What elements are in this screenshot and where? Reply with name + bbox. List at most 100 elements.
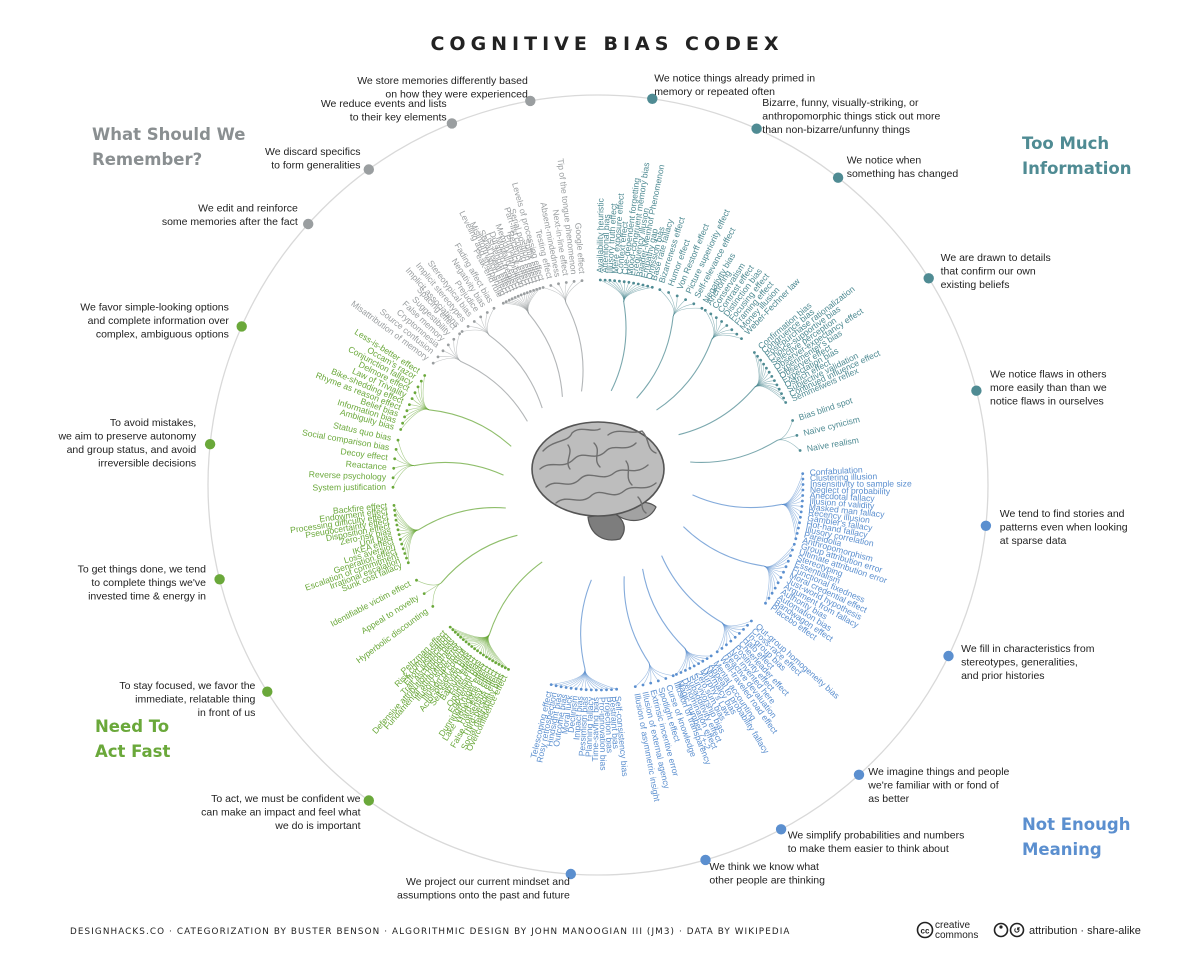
bias-node <box>633 685 637 688</box>
bias-node <box>541 286 545 289</box>
bias-node <box>729 639 733 643</box>
svg-text:to make them easier to think a: to make them easier to think about <box>788 843 949 855</box>
bias-node <box>580 279 584 282</box>
bias-node <box>406 561 410 565</box>
bias-label: Insensitivity to sample size <box>810 479 912 489</box>
bias-node <box>393 457 397 461</box>
svg-text:and group status, and avoid: and group status, and avoid <box>67 444 197 456</box>
bias-node <box>549 284 553 287</box>
bias-node <box>794 537 798 541</box>
svg-text:Remember?: Remember? <box>92 150 202 169</box>
bias-node <box>403 415 406 419</box>
svg-text:stereotypes, generalities,: stereotypes, generalities, <box>961 657 1078 669</box>
branch-trunk <box>460 360 528 422</box>
bias-node <box>725 324 729 327</box>
svg-text:invested time & energy in: invested time & energy in <box>88 591 206 603</box>
bias-node <box>431 361 435 365</box>
branch-twig <box>395 449 415 466</box>
bias-node <box>636 282 640 286</box>
bias-node <box>730 328 734 332</box>
category-marker <box>303 218 314 230</box>
category-marker <box>363 164 374 175</box>
bias-node <box>798 521 801 525</box>
svg-text:as better: as better <box>868 793 909 805</box>
bias-label: Reverse psychology <box>309 469 387 482</box>
branch-twig <box>400 408 430 430</box>
branch-twig <box>642 662 650 686</box>
branch-twig <box>781 504 797 539</box>
bias-node <box>470 645 474 648</box>
bias-node <box>797 526 800 530</box>
bias-node <box>401 547 405 551</box>
category-marker <box>236 321 247 332</box>
bias-node <box>688 666 692 670</box>
bias-node <box>627 280 631 284</box>
bias-node <box>675 294 679 298</box>
bias-node <box>391 476 395 480</box>
bias-label: Time-saving bias <box>590 697 601 762</box>
category-marker <box>565 868 576 880</box>
bias-node <box>714 316 718 319</box>
bias-node <box>415 578 418 582</box>
bias-node <box>461 638 465 641</box>
bias-label: Planning fallacy <box>583 696 595 757</box>
bias-node <box>786 559 790 563</box>
bias-node <box>767 596 771 600</box>
bias-node <box>598 278 602 282</box>
bias-node <box>472 320 476 323</box>
bias-label: Illusory truth effect <box>605 203 619 274</box>
branch-trunk <box>488 334 543 409</box>
category-label: We project our current mindset andassump… <box>397 876 570 902</box>
bias-node <box>408 403 411 406</box>
cc-logo-top: creative <box>935 920 970 931</box>
bias-node <box>776 581 780 585</box>
svg-text:other people are thinking: other people are thinking <box>709 875 825 887</box>
branch-twig <box>659 289 675 317</box>
branch-trunk <box>692 494 783 509</box>
bias-node <box>780 392 783 395</box>
bias-node <box>446 343 450 347</box>
branch-twig <box>754 385 786 403</box>
bias-node <box>401 421 404 425</box>
bias-node <box>392 466 396 470</box>
bias-node <box>392 504 396 507</box>
bias-node <box>485 655 488 659</box>
branch-trunk <box>413 461 504 476</box>
bias-node <box>608 278 612 282</box>
branch-twig <box>393 505 419 531</box>
bias-node <box>782 570 785 574</box>
bias-node <box>488 657 491 661</box>
bias-node <box>715 650 719 654</box>
bias-node <box>692 302 696 306</box>
bias-node <box>759 358 762 362</box>
svg-text:and complete information over: and complete information over <box>88 315 230 327</box>
bias-node <box>395 523 399 527</box>
bias-node <box>650 285 654 289</box>
bias-node <box>559 685 563 689</box>
bias-node <box>610 688 613 691</box>
category-label: We fill in characteristics fromstereotyp… <box>961 643 1095 682</box>
bias-node <box>791 419 794 422</box>
branch-twig <box>395 519 419 531</box>
bias-label: Naïve realism <box>806 435 859 454</box>
svg-text:and prior histories: and prior histories <box>961 670 1044 682</box>
bias-node <box>784 565 788 569</box>
bias-node <box>460 330 464 333</box>
svg-text:We project our current mindset: We project our current mindset and <box>406 876 570 888</box>
bias-node <box>750 619 753 623</box>
svg-text:We simplify probabilities and: We simplify probabilities and numbers <box>788 830 965 842</box>
branch-twig <box>408 529 419 563</box>
svg-text:We are drawn to details: We are drawn to details <box>941 252 1051 264</box>
branch-twig <box>394 510 419 531</box>
branch-twig <box>623 283 639 302</box>
bias-node <box>675 673 678 676</box>
bias-node <box>507 668 510 671</box>
bias-label: Neglect of probability <box>810 484 891 496</box>
bias-node <box>795 532 799 535</box>
bias-node <box>773 586 777 590</box>
bias-node <box>735 332 739 336</box>
bias-node <box>569 686 573 690</box>
